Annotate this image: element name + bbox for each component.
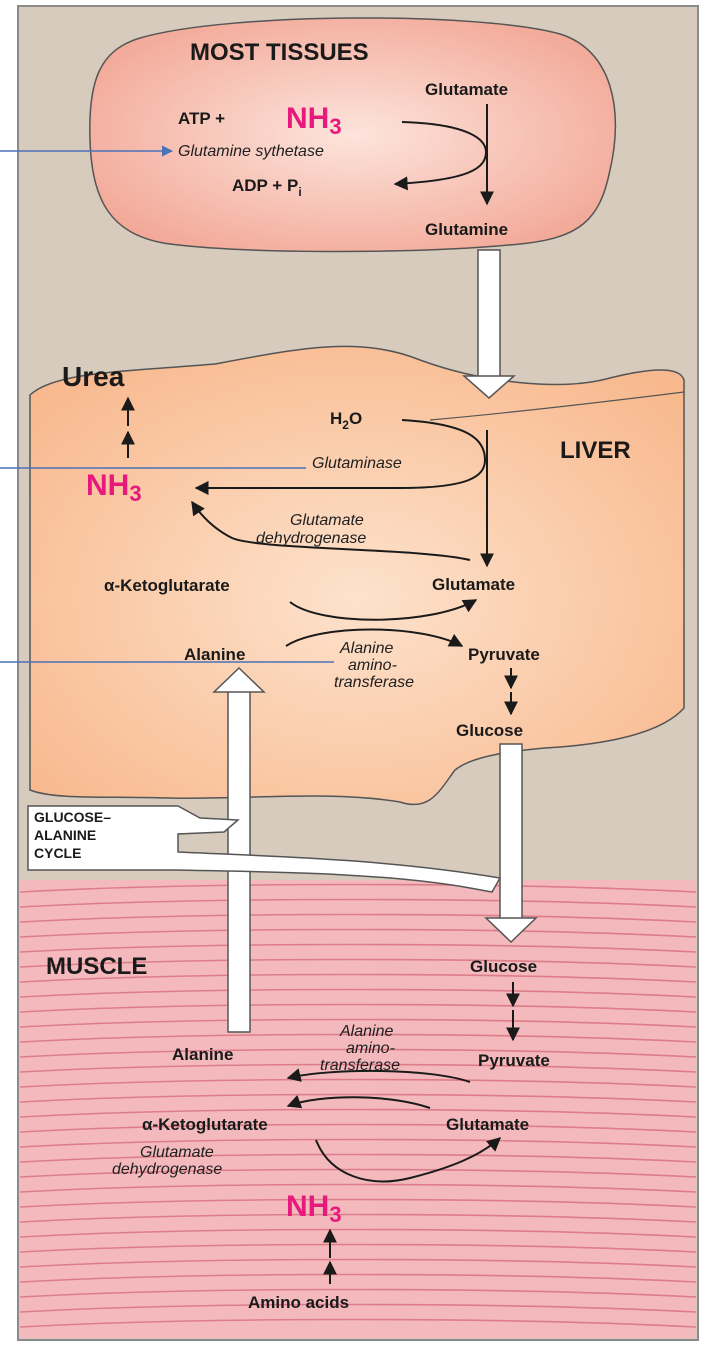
urea-label: Urea <box>62 361 125 392</box>
cycle-label-line-3: CYCLE <box>34 845 81 861</box>
muscle-glucose-label: Glucose <box>470 957 537 976</box>
liver-alt-label-2: amino- <box>348 657 397 674</box>
cycle-label-line-2: ALANINE <box>34 827 96 843</box>
muscle-alanine-label: Alanine <box>172 1045 233 1064</box>
amino-acids-label: Amino acids <box>248 1293 349 1312</box>
liver-pyruvate-label: Pyruvate <box>468 645 540 664</box>
liver-gdh-label-2: dehydrogenase <box>256 530 366 547</box>
muscle-title: MUSCLE <box>46 953 147 980</box>
liver-glutamate-label: Glutamate <box>432 575 515 594</box>
most-tissues-title: MOST TISSUES <box>190 39 369 66</box>
liver-alt-label-3: transferase <box>334 674 414 691</box>
muscle-alt-label-2: amino- <box>346 1040 395 1057</box>
liver-glucose-label: Glucose <box>456 721 523 740</box>
atp-label: ATP + <box>178 109 225 128</box>
cycle-label-line-1: GLUCOSE– <box>34 809 111 825</box>
glutamine-synthetase-label: Glutamine sythetase <box>178 143 324 160</box>
muscle-glutamate-label: Glutamate <box>446 1115 529 1134</box>
liver-gdh-label-1: Glutamate <box>290 512 364 529</box>
muscle-gdh-label-1: Glutamate <box>140 1144 214 1161</box>
liver-title: LIVER <box>560 437 631 464</box>
glutaminase-label: Glutaminase <box>312 455 402 472</box>
glutamate-label: Glutamate <box>425 80 508 99</box>
muscle-gdh-label-2: dehydrogenase <box>112 1161 222 1178</box>
liver-alt-label-1: Alanine <box>339 640 393 657</box>
muscle-alt-label-1: Alanine <box>339 1023 393 1040</box>
muscle-region <box>20 880 696 1338</box>
glutamine-label: Glutamine <box>425 220 508 239</box>
muscle-alpha-ketoglutarate-label: α-Ketoglutarate <box>142 1115 268 1134</box>
liver-alpha-ketoglutarate-label: α-Ketoglutarate <box>104 576 230 595</box>
liver-alanine-label: Alanine <box>184 645 245 664</box>
muscle-pyruvate-label: Pyruvate <box>478 1051 550 1070</box>
